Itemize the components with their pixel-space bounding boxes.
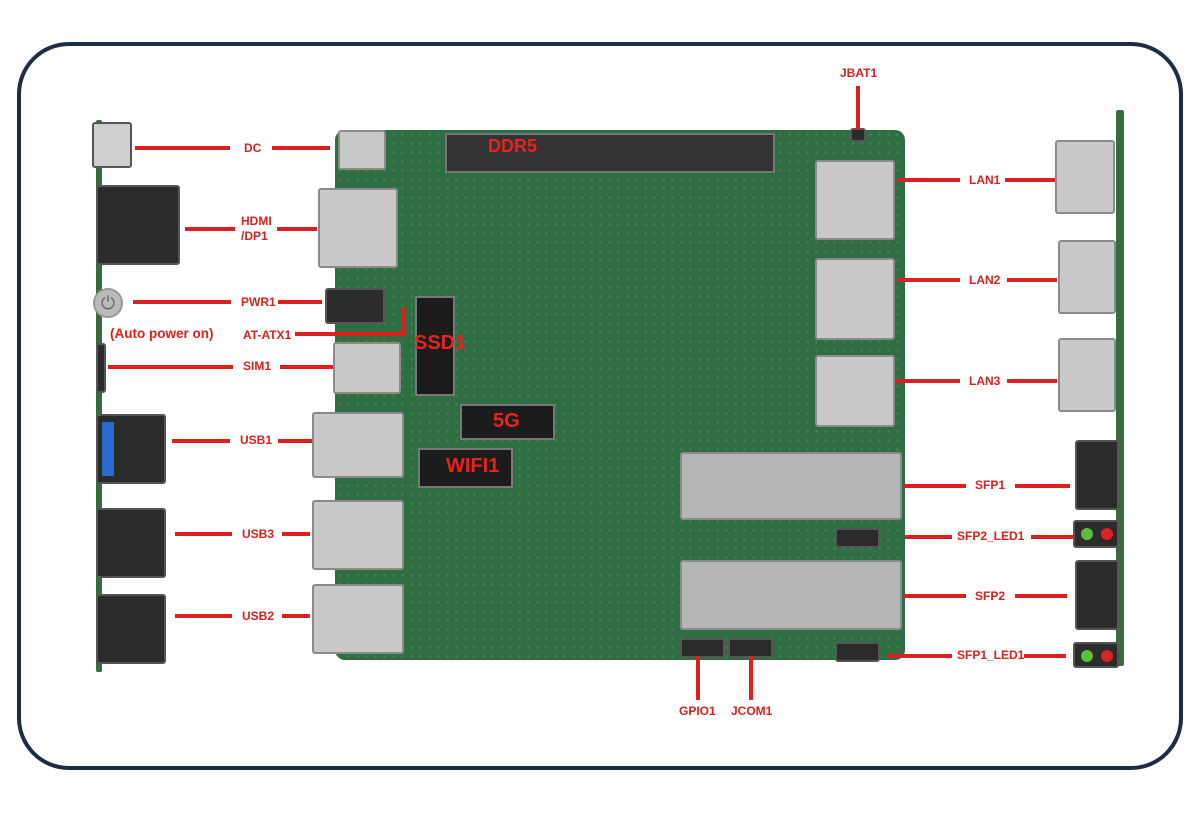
- sfp2-label: SFP2: [975, 589, 1006, 603]
- ssd-slot: [415, 296, 455, 396]
- ssd1-label: SSD1: [414, 332, 467, 354]
- lan3-front: [1058, 338, 1116, 412]
- ddr5-slot: [445, 133, 775, 173]
- callout-line: [280, 365, 333, 369]
- lan2-label: LAN2: [969, 273, 1001, 287]
- usb1-label: USB1: [240, 433, 273, 447]
- sfp2-led1-label: SFP2_LED1: [957, 529, 1025, 543]
- dp1-label: /DP1: [241, 229, 268, 243]
- sfp2-cage: [680, 560, 902, 630]
- lan3-label: LAN3: [969, 374, 1001, 388]
- callout-line: [888, 654, 952, 658]
- callout-line: [185, 227, 235, 231]
- callout-line: [1024, 654, 1066, 658]
- hdmi-dp-front: [96, 185, 180, 265]
- callout-line: [278, 439, 312, 443]
- right-io-panel: [1116, 110, 1124, 666]
- callout-line: [282, 614, 310, 618]
- pwr1-label: PWR1: [241, 295, 276, 309]
- callout-line: [903, 594, 966, 598]
- gpio-header: [680, 638, 725, 658]
- callout-line: [749, 656, 753, 700]
- 5g-slot: [460, 404, 555, 440]
- sfp2-led-front: [1073, 520, 1119, 548]
- callout-line: [1007, 278, 1057, 282]
- lan2-port: [815, 258, 895, 340]
- callout-line: [895, 379, 960, 383]
- dc-jack-front: [92, 122, 132, 168]
- left-io-panel: [96, 120, 102, 672]
- sfp1-label: SFP1: [975, 478, 1006, 492]
- sfp1-front: [1075, 440, 1119, 510]
- wifi-slot: [418, 448, 513, 488]
- gpio1-label: GPIO1: [679, 704, 716, 718]
- auto-power-on-label: (Auto power on): [110, 326, 214, 341]
- callout-line: [897, 278, 960, 282]
- usb2-front: [96, 594, 166, 664]
- lan1-front: [1055, 140, 1115, 214]
- diagram-frame: [17, 42, 1183, 770]
- callout-line: [696, 656, 700, 700]
- sfp2-front: [1075, 560, 1119, 630]
- callout-line: [1005, 178, 1055, 182]
- callout-line: [1007, 379, 1057, 383]
- callout-line: [903, 484, 966, 488]
- usb3-port: [312, 500, 404, 570]
- callout-line: [295, 332, 404, 336]
- callout-line: [282, 532, 310, 536]
- lan2-front: [1058, 240, 1116, 314]
- dc-label: DC: [244, 141, 262, 155]
- at-atx1-label: AT-ATX1: [243, 328, 292, 342]
- sim1-label: SIM1: [243, 359, 272, 373]
- jbat-header: [850, 128, 866, 142]
- sim-slot-front: [96, 343, 106, 393]
- sfp1-cage: [680, 452, 902, 520]
- 5g-label: 5G: [493, 410, 520, 432]
- ddr5-label: DDR5: [488, 136, 538, 156]
- callout-line: [1015, 594, 1067, 598]
- usb3-label: USB3: [242, 527, 275, 541]
- callout-line: [272, 146, 330, 150]
- callout-line: [401, 307, 405, 336]
- hdmi-dp-port: [318, 188, 398, 268]
- callout-line: [856, 86, 860, 130]
- usb2-port: [312, 584, 404, 654]
- sfp1-led: [835, 642, 880, 662]
- sfp2-led: [835, 528, 880, 548]
- jcom-header: [728, 638, 773, 658]
- lan1-port: [815, 160, 895, 240]
- callout-line: [135, 146, 230, 150]
- sim-slot: [333, 342, 401, 394]
- callout-line: [897, 178, 960, 182]
- callout-line: [175, 614, 232, 618]
- lan1-label: LAN1: [969, 173, 1001, 187]
- power-icon: ⏻: [93, 288, 123, 318]
- callout-line: [175, 532, 232, 536]
- usb2-label: USB2: [242, 609, 275, 623]
- sfp1-led1-label: SFP1_LED1: [957, 648, 1025, 662]
- jcom1-label: JCOM1: [731, 704, 773, 718]
- callout-line: [1031, 535, 1073, 539]
- jbat1-label: JBAT1: [840, 66, 878, 80]
- callout-line: [108, 365, 233, 369]
- usb1-port: [312, 412, 404, 478]
- usb3-front: [96, 508, 166, 578]
- usb1-front: [96, 414, 166, 484]
- lan3-port: [815, 355, 895, 427]
- callout-line: [905, 535, 952, 539]
- callout-line: [278, 300, 322, 304]
- callout-line: [133, 300, 231, 304]
- sfp1-led-front: [1073, 642, 1119, 668]
- power-button: [325, 288, 385, 324]
- callout-line: [277, 227, 317, 231]
- callout-line: [1015, 484, 1070, 488]
- hdmi-label: HDMI: [241, 214, 272, 228]
- callout-line: [172, 439, 230, 443]
- wifi1-label: WIFI1: [446, 455, 500, 477]
- dc-jack: [338, 130, 386, 170]
